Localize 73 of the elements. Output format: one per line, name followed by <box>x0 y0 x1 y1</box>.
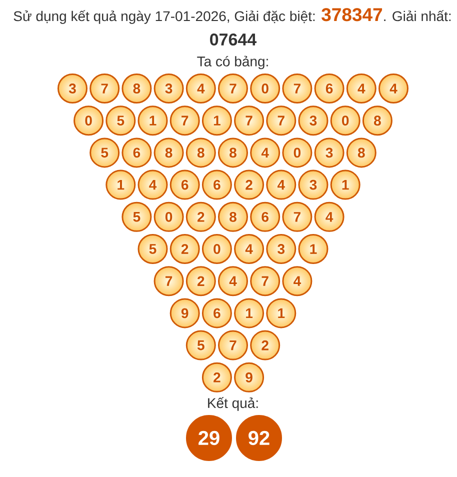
number-ball: 8 <box>218 202 248 232</box>
number-ball: 2 <box>202 362 232 392</box>
number-ball: 0 <box>154 202 184 232</box>
number-ball: 0 <box>74 106 104 136</box>
number-ball: 2 <box>170 234 200 264</box>
prize-number: 378347 <box>322 8 382 22</box>
number-ball: 4 <box>218 266 248 296</box>
number-ball: 4 <box>138 170 168 200</box>
number-ball: 2 <box>186 266 216 296</box>
number-ball: 7 <box>282 202 312 232</box>
number-ball: 1 <box>202 106 232 136</box>
number-ball: 5 <box>186 330 216 360</box>
number-ball: 5 <box>138 234 168 264</box>
number-ball: 7 <box>218 330 248 360</box>
number-ball: 3 <box>58 74 88 104</box>
number-ball: 4 <box>266 170 296 200</box>
number-ball: 7 <box>282 74 312 104</box>
number-ball: 2 <box>186 202 216 232</box>
number-ball: 6 <box>170 170 200 200</box>
number-ball: 7 <box>90 74 120 104</box>
prize-number: 07644 <box>210 33 257 46</box>
number-ball: 8 <box>154 138 184 168</box>
number-ball: 1 <box>266 298 296 328</box>
number-ball: 1 <box>298 234 328 264</box>
number-ball: 3 <box>266 234 296 264</box>
number-ball: 6 <box>122 138 152 168</box>
number-ball: 6 <box>314 74 344 104</box>
number-ball: 2 <box>234 170 264 200</box>
number-ball: 1 <box>234 298 264 328</box>
number-ball: 1 <box>106 170 136 200</box>
heading-text: . Giải nhất: <box>384 10 451 22</box>
number-ball: 4 <box>346 74 376 104</box>
number-ball: 6 <box>250 202 280 232</box>
number-ball: 1 <box>330 170 360 200</box>
number-ball: 9 <box>234 362 264 392</box>
number-ball: 8 <box>362 106 392 136</box>
number-ball: 4 <box>250 138 280 168</box>
number-ball: 5 <box>122 202 152 232</box>
number-ball: 0 <box>282 138 312 168</box>
number-ball: 5 <box>90 138 120 168</box>
number-ball: 4 <box>282 266 312 296</box>
heading-text: Sử dụng kết quả ngày 17-01-2026, Giải đặc biệt: <box>14 10 315 24</box>
number-ball: 9 <box>170 298 200 328</box>
result-caption: Kết quả: <box>208 397 258 411</box>
number-ball: 0 <box>250 74 280 104</box>
table-caption: Ta có bảng: <box>197 56 268 70</box>
number-ball: 4 <box>378 74 408 104</box>
number-ball: 4 <box>314 202 344 232</box>
number-ball: 6 <box>202 170 232 200</box>
result-ball: 29 <box>186 415 232 461</box>
number-ball: 7 <box>234 106 264 136</box>
number-ball: 3 <box>298 106 328 136</box>
number-ball: 1 <box>138 106 168 136</box>
number-ball: 8 <box>122 74 152 104</box>
number-ball: 7 <box>218 74 248 104</box>
number-ball: 0 <box>202 234 232 264</box>
number-ball: 8 <box>186 138 216 168</box>
number-ball: 6 <box>202 298 232 328</box>
number-ball: 5 <box>106 106 136 136</box>
number-ball: 4 <box>186 74 216 104</box>
result-ball: 92 <box>236 415 282 461</box>
number-ball: 8 <box>346 138 376 168</box>
number-ball: 4 <box>234 234 264 264</box>
number-ball: 7 <box>250 266 280 296</box>
number-ball: 7 <box>266 106 296 136</box>
number-ball: 3 <box>298 170 328 200</box>
number-ball: 2 <box>250 330 280 360</box>
number-ball: 7 <box>154 266 184 296</box>
number-ball: 3 <box>314 138 344 168</box>
number-ball: 7 <box>170 106 200 136</box>
number-ball: 3 <box>154 74 184 104</box>
number-ball: 0 <box>330 106 360 136</box>
number-ball: 8 <box>218 138 248 168</box>
